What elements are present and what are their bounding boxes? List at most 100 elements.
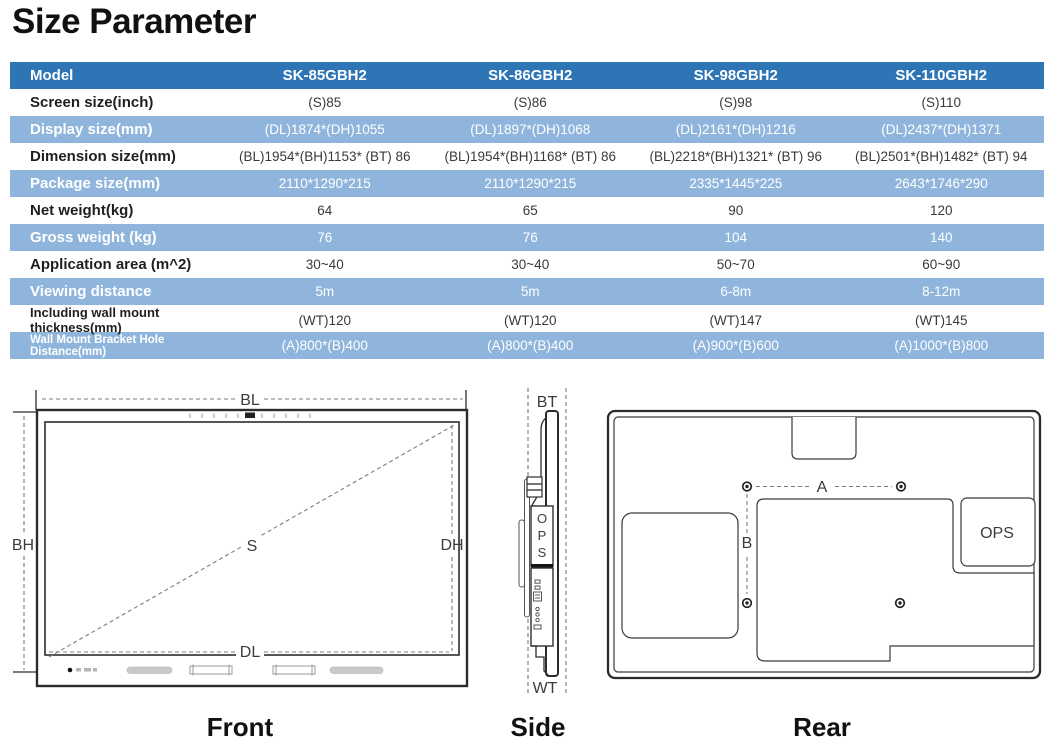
- mount-hole-icon: [741, 481, 753, 492]
- spec-value: (A)900*(B)600: [692, 338, 779, 353]
- ops-slot: [960, 497, 1036, 567]
- dim-label-bt: BT: [537, 394, 558, 411]
- spec-label: Wall Mount Bracket Hole Distance(mm): [30, 333, 165, 358]
- table-row: Wall Mount Bracket Hole Distance(mm) (A)…: [10, 332, 1044, 359]
- spec-value: (A)800*(B)400: [281, 338, 368, 353]
- spec-value: (A)1000*(B)800: [894, 338, 989, 353]
- spec-label: Display size(mm): [30, 121, 153, 138]
- spec-value: 64: [317, 203, 333, 218]
- column-header-model-2: SK-86GBH2: [488, 67, 573, 84]
- wall-bracket-icon: [524, 478, 530, 618]
- vent-slot-icon: [189, 664, 233, 676]
- spec-value: (BL)2501*(BH)1482* (BT) 94: [854, 149, 1028, 164]
- power-indicator-icon: [67, 667, 73, 673]
- wall-bracket-icon: [518, 519, 525, 588]
- rear-view-diagram: OPS A B: [606, 409, 1042, 680]
- column-header-model-3: SK-98GBH2: [693, 67, 778, 84]
- spec-value: (S)86: [513, 95, 547, 110]
- spec-value: (DL)1897*(DH)1068: [470, 122, 591, 137]
- table-row: Including wall mount thickness(mm) (WT)1…: [10, 305, 1044, 335]
- spec-value: (A)800*(B)400: [487, 338, 574, 353]
- spec-value: (S)85: [308, 95, 342, 110]
- spec-value: 120: [929, 203, 953, 218]
- spec-label: Gross weight (kg): [30, 229, 157, 246]
- spec-value: (WT)145: [914, 312, 968, 328]
- table-row: Viewing distance 5m 5m 6-8m 8-12m: [10, 278, 1044, 305]
- dim-label-wt: WT: [533, 680, 558, 697]
- spec-value: 2110*1290*215: [484, 176, 577, 191]
- speaker-grille-icon: [329, 666, 384, 674]
- table-row: Screen size(inch) (S)85 (S)86 (S)98 (S)1…: [10, 89, 1044, 116]
- spec-value: 8-12m: [922, 284, 961, 299]
- spec-value: 5m: [315, 284, 335, 299]
- spec-value: 76: [317, 230, 333, 245]
- side-port-section: [530, 567, 554, 647]
- spec-value: 90: [728, 203, 744, 218]
- table-row: Package size(mm) 2110*1290*215 2110*1290…: [10, 170, 1044, 197]
- spec-label: Application area (m^2): [30, 256, 192, 273]
- spec-value: 30~40: [511, 257, 550, 272]
- dim-label-s: S: [247, 538, 258, 555]
- spec-value: (BL)1954*(BH)1153* (BT) 86: [238, 149, 411, 164]
- dim-label-bl: BL: [240, 392, 260, 409]
- spec-value: (DL)2437*(DH)1371: [881, 122, 1002, 137]
- table-row: Net weight(kg) 64 65 90 120: [10, 197, 1044, 224]
- dim-label-bh: BH: [12, 537, 34, 554]
- spec-value: 60~90: [922, 257, 961, 272]
- side-view-diagram: BT WT O P S: [518, 388, 567, 697]
- rear-center-panel: [756, 498, 1035, 662]
- table-header-row: Model SK-85GBH2 SK-86GBH2 SK-98GBH2 SK-1…: [10, 62, 1044, 89]
- mount-hole-icon: [895, 481, 907, 492]
- caption-side: Side: [510, 712, 566, 742]
- spec-value: (BL)2218*(BH)1321* (BT) 96: [649, 149, 823, 164]
- spec-value: 30~40: [305, 257, 344, 272]
- spec-value: 2110*1290*215: [278, 176, 371, 191]
- caption-front: Front: [206, 712, 274, 742]
- spec-table: Model SK-85GBH2 SK-86GBH2 SK-98GBH2 SK-1…: [10, 62, 1044, 359]
- spec-value: (WT)147: [709, 312, 762, 328]
- page-title: Size Parameter: [12, 2, 256, 41]
- spec-value: (BL)1954*(BH)1168* (BT) 86: [444, 149, 617, 164]
- dim-label-b: B: [742, 535, 753, 552]
- spec-value: 104: [724, 230, 748, 245]
- dim-label-dh: DH: [440, 537, 463, 554]
- ops-letter: O: [537, 511, 547, 526]
- handle-recess: [791, 417, 857, 460]
- ops-slot-label: OPS: [980, 525, 1014, 542]
- spec-label: Viewing distance: [30, 283, 152, 300]
- spec-value: 65: [522, 203, 538, 218]
- spec-value: (DL)1874*(DH)1055: [264, 122, 385, 137]
- rear-left-panel: [621, 512, 739, 639]
- dim-label-dl: DL: [240, 644, 261, 661]
- spec-label: Package size(mm): [30, 175, 161, 192]
- mount-hole-icon: [894, 597, 906, 609]
- spec-value: (WT)120: [298, 312, 351, 328]
- column-header-model-1: SK-85GBH2: [282, 67, 367, 84]
- column-header-model-4: SK-110GBH2: [895, 67, 988, 84]
- table-row: Application area (m^2) 30~40 30~40 50~70…: [10, 251, 1044, 278]
- spec-value: (DL)2161*(DH)1216: [675, 122, 796, 137]
- spec-value: 5m: [520, 284, 540, 299]
- spec-value: (WT)120: [503, 312, 557, 328]
- camera-sensor-icon: [245, 412, 255, 418]
- spec-label: Net weight(kg): [30, 202, 134, 219]
- ops-module: O P S: [530, 505, 554, 567]
- caption-rear: Rear: [793, 712, 851, 742]
- spec-value: 76: [522, 230, 538, 245]
- spec-value: (S)98: [719, 95, 753, 110]
- spec-label: Screen size(inch): [30, 94, 154, 111]
- spec-value: 50~70: [716, 257, 755, 272]
- spec-value: (S)110: [921, 95, 962, 110]
- front-bottom-bar: [67, 664, 384, 676]
- mount-hole-icon: [741, 597, 753, 609]
- ops-letter: P: [538, 528, 547, 543]
- table-row: Display size(mm) (DL)1874*(DH)1055 (DL)1…: [10, 116, 1044, 143]
- spec-label: Dimension size(mm): [30, 148, 176, 165]
- mount-hook-icon: [526, 476, 543, 498]
- ops-letter: S: [538, 545, 547, 560]
- dimension-diagrams: BL BH DH DL: [12, 388, 1042, 697]
- spec-value: 6-8m: [720, 284, 752, 299]
- column-header-model: Model: [30, 67, 74, 84]
- table-row: Gross weight (kg) 76 76 104 140: [10, 224, 1044, 251]
